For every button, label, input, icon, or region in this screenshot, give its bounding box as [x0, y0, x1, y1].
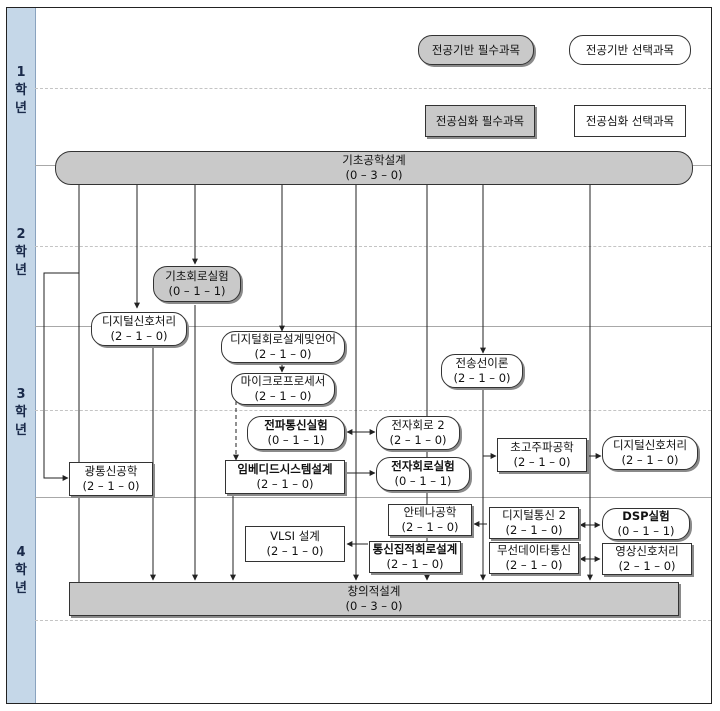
legend-advanced-elective: 전공심화 선택과목 [574, 105, 686, 137]
legend-advanced-required: 전공심화 필수과목 [425, 105, 535, 137]
course-rf-communication-lab: 전파통신실험(0 – 1 – 1) [247, 416, 345, 450]
semester-divider [35, 620, 711, 621]
course-digital-signal-processing: 디지털신호처리(2 – 1 – 0) [91, 312, 187, 346]
course-microprocessor: 마이크로프로세서(2 – 1 – 0) [231, 373, 335, 405]
course-creative-design: 창의적설계(0 – 3 – 0) [69, 582, 679, 616]
year-divider [35, 497, 711, 498]
course-basic-engineering-design: 기초공학설계(0 – 3 – 0) [55, 151, 693, 185]
course-microwave-engineering: 초고주파공학(2 – 1 – 0) [497, 438, 587, 472]
course-digital-circuit-design-language: 디지털회로설계및언어(2 – 1 – 0) [221, 331, 345, 363]
legend-base-elective: 전공기반 선택과목 [569, 35, 691, 65]
course-wireless-data-communication: 무선데이타통신(2 – 1 – 0) [489, 542, 579, 574]
year-divider [35, 326, 711, 327]
semester-divider [35, 410, 711, 411]
course-image-signal-processing: 영상신호처리(2 – 1 – 0) [602, 543, 692, 575]
legend-base-required: 전공기반 필수과목 [418, 35, 534, 65]
course-electronic-circuit-lab: 전자회로실험(0 – 1 – 1) [376, 457, 470, 491]
course-communication-ic-design: 통신집적회로설계(2 – 1 – 0) [369, 541, 461, 573]
course-digital-communication-2: 디지털통신 2(2 – 1 – 0) [489, 507, 579, 539]
course-digital-signal-processing-2: 디지털신호처리(2 – 1 – 0) [602, 436, 698, 470]
course-basic-circuit-lab: 기초회로실험(0 – 1 – 1) [153, 266, 241, 302]
course-transmission-line-theory: 전송선이론(2 – 1 – 0) [441, 354, 523, 388]
semester-divider [35, 246, 711, 247]
course-electronic-circuit-2: 전자회로 2(2 – 1 – 0) [376, 416, 460, 450]
course-embedded-system-design: 임베디드시스템설계(2 – 1 – 0) [225, 460, 345, 494]
course-antenna-engineering: 안테나공학(2 – 1 – 0) [388, 504, 472, 536]
course-vlsi-design: VLSI 설계(2 – 1 – 0) [245, 526, 345, 562]
course-optical-communication: 광통신공학(2 – 1 – 0) [69, 462, 153, 496]
course-dsp-lab: DSP실험(0 – 1 – 1) [602, 508, 690, 540]
semester-divider [35, 88, 711, 89]
